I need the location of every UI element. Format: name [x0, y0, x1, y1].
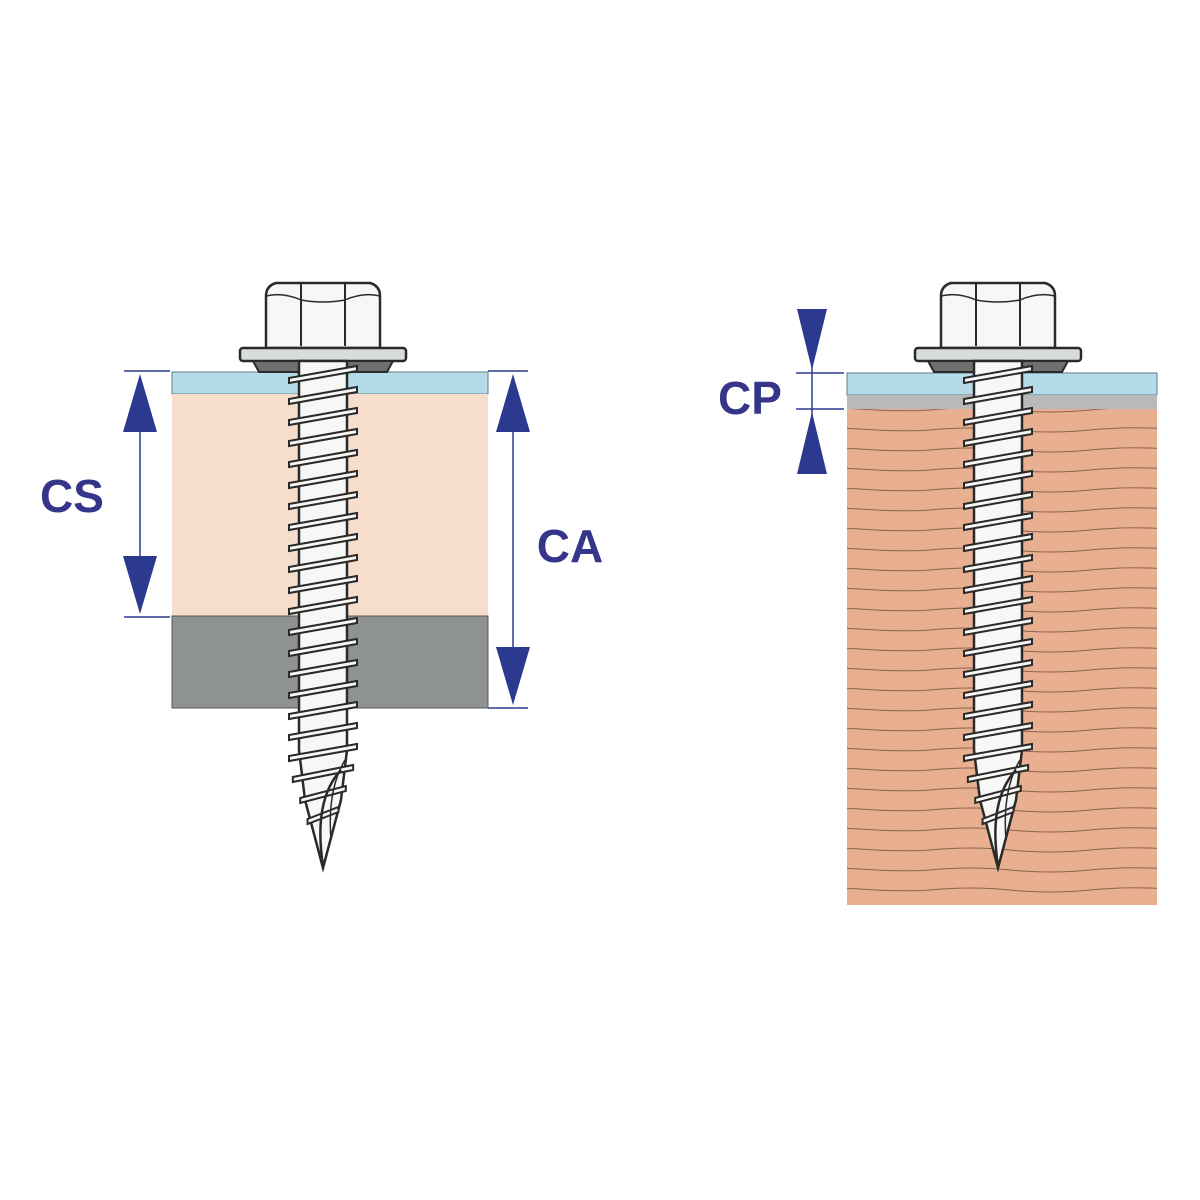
arrow-down-icon [123, 556, 157, 614]
arrow-down-icon [797, 309, 827, 370]
ca-label: CA [537, 520, 603, 572]
left-assembly [171, 281, 489, 873]
ca-dimension: CA [488, 370, 603, 709]
cs-dimension: CS [40, 370, 170, 618]
cp-dimension: CP [718, 309, 844, 474]
screw-left [238, 281, 408, 873]
cs-label: CS [40, 470, 104, 522]
cp-label: CP [718, 372, 782, 424]
arrow-up-icon [496, 374, 530, 432]
arrow-up-icon [797, 412, 827, 474]
hex-head-self-drilling-screw-icon [238, 281, 408, 873]
arrow-down-icon [496, 647, 530, 705]
screw-right [913, 281, 1083, 873]
arrow-up-icon [123, 374, 157, 432]
hex-head-self-drilling-screw-icon [913, 281, 1083, 873]
right-assembly [846, 281, 1158, 905]
